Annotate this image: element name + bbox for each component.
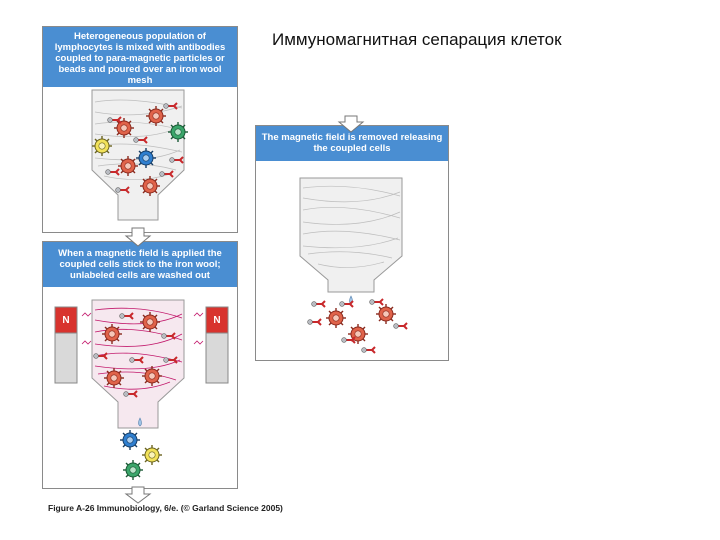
column-1	[91, 89, 189, 221]
column-2: N N	[54, 299, 229, 481]
arrow-down-icon	[124, 486, 152, 504]
column-3	[299, 177, 408, 354]
magnet-right-label: N	[213, 315, 220, 326]
panel-field-removed-text: The magnetic field is removed releasing …	[256, 126, 448, 161]
figure-caption: Figure A-26 Immunobiology, 6/e. (© Garla…	[48, 503, 283, 513]
slide-title: Иммуномагнитная сепарация клеток	[272, 30, 562, 49]
magnet-left-label: N	[62, 315, 69, 326]
panel-field-applied-text: When a magnetic field is applied the cou…	[43, 242, 237, 287]
arrow-down-icon	[124, 227, 152, 247]
arrow-down-icon	[337, 115, 365, 133]
panel-mixing-text: Heterogeneous population of lymphocytes …	[43, 27, 237, 87]
